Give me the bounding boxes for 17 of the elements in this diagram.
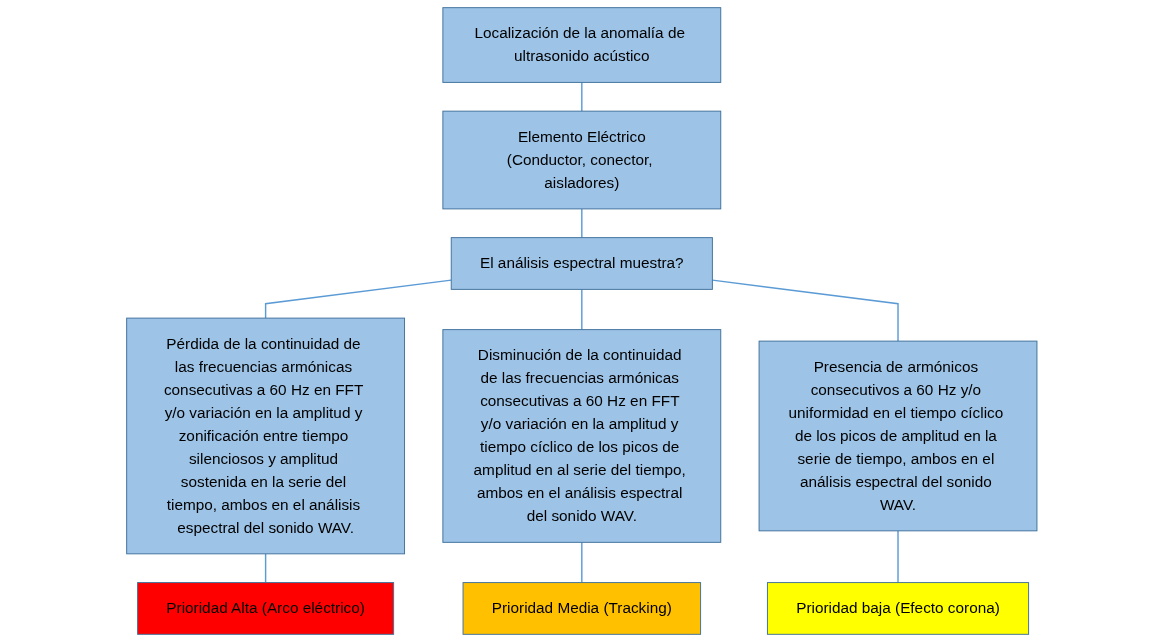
node-box: Localización de la anomalía de ultrasonido acústico: [442, 7, 721, 83]
connector: [264, 279, 452, 319]
connector: [264, 553, 267, 584]
node-box: El análisis espectral muestra?: [450, 237, 713, 290]
node-box: Elemento Eléctrico (Conductor, conector, aisladores): [442, 110, 721, 210]
node-box: Prioridad Media (Tracking): [462, 582, 701, 635]
connector: [580, 541, 583, 584]
node-box: Prioridad baja (Efecto corona): [766, 582, 1029, 635]
node-box: Presencia de armónicos consecutivos a 60 Hz y/o uniformidad en el tiempo cíclico de los picos de amplitud en la serie de tiempo, ambos en el análisis espectral del sonido WAV.: [758, 340, 1038, 532]
node-box: Pérdida de la continuidad de las frecuencias armónicas consecutivas a 60 Hz en FFT y/o variación en la amplitud y zonificación entre tiempo silenciosos y amplitud sostenida en la serie del tiempo, ambos en el análisis espectral del sonido WAV.: [125, 317, 405, 555]
connector: [897, 530, 899, 584]
connector: [580, 208, 583, 239]
node-box: Disminución de la continuidad de las frecuencias armónicas consecutivas a 60 Hz en FFT y/o variación en la amplitud y tiempo cíclico de los picos de amplitud en al serie del tiempo, ambos en el análisis espectral del sonido WAV.: [442, 329, 721, 543]
node-box: Prioridad Alta (Arco eléctrico): [136, 582, 394, 635]
connector: [580, 288, 583, 331]
connector: [711, 279, 899, 342]
connector: [580, 81, 583, 112]
